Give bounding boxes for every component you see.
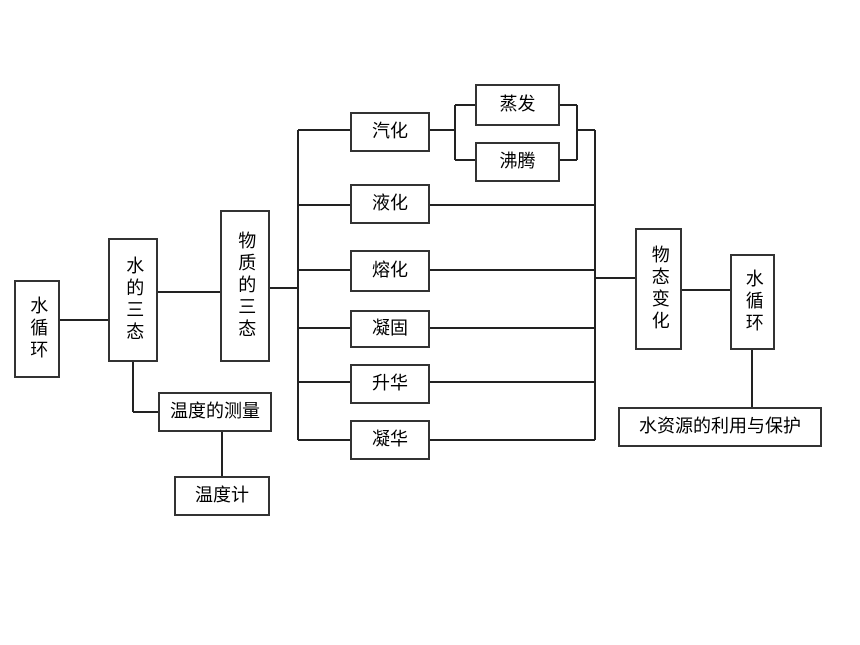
node-three-states-of-water: 水的三态	[108, 238, 158, 362]
node-thermometer: 温度计	[174, 476, 270, 516]
node-boiling: 沸腾	[475, 142, 560, 182]
node-melting: 熔化	[350, 250, 430, 292]
node-sublimation: 升华	[350, 364, 430, 404]
node-state-change: 物态变化	[635, 228, 682, 350]
node-vaporization: 汽化	[350, 112, 430, 152]
node-evaporation: 蒸发	[475, 84, 560, 126]
node-liquefaction: 液化	[350, 184, 430, 224]
node-solidification: 凝固	[350, 310, 430, 348]
node-water-cycle-left: 水循环	[14, 280, 60, 378]
node-temperature-measurement: 温度的测量	[158, 392, 272, 432]
node-deposition: 凝华	[350, 420, 430, 460]
node-water-cycle-right: 水循环	[730, 254, 775, 350]
node-three-states-of-matter: 物质的三态	[220, 210, 270, 362]
node-water-resources: 水资源的利用与保护	[618, 407, 822, 447]
